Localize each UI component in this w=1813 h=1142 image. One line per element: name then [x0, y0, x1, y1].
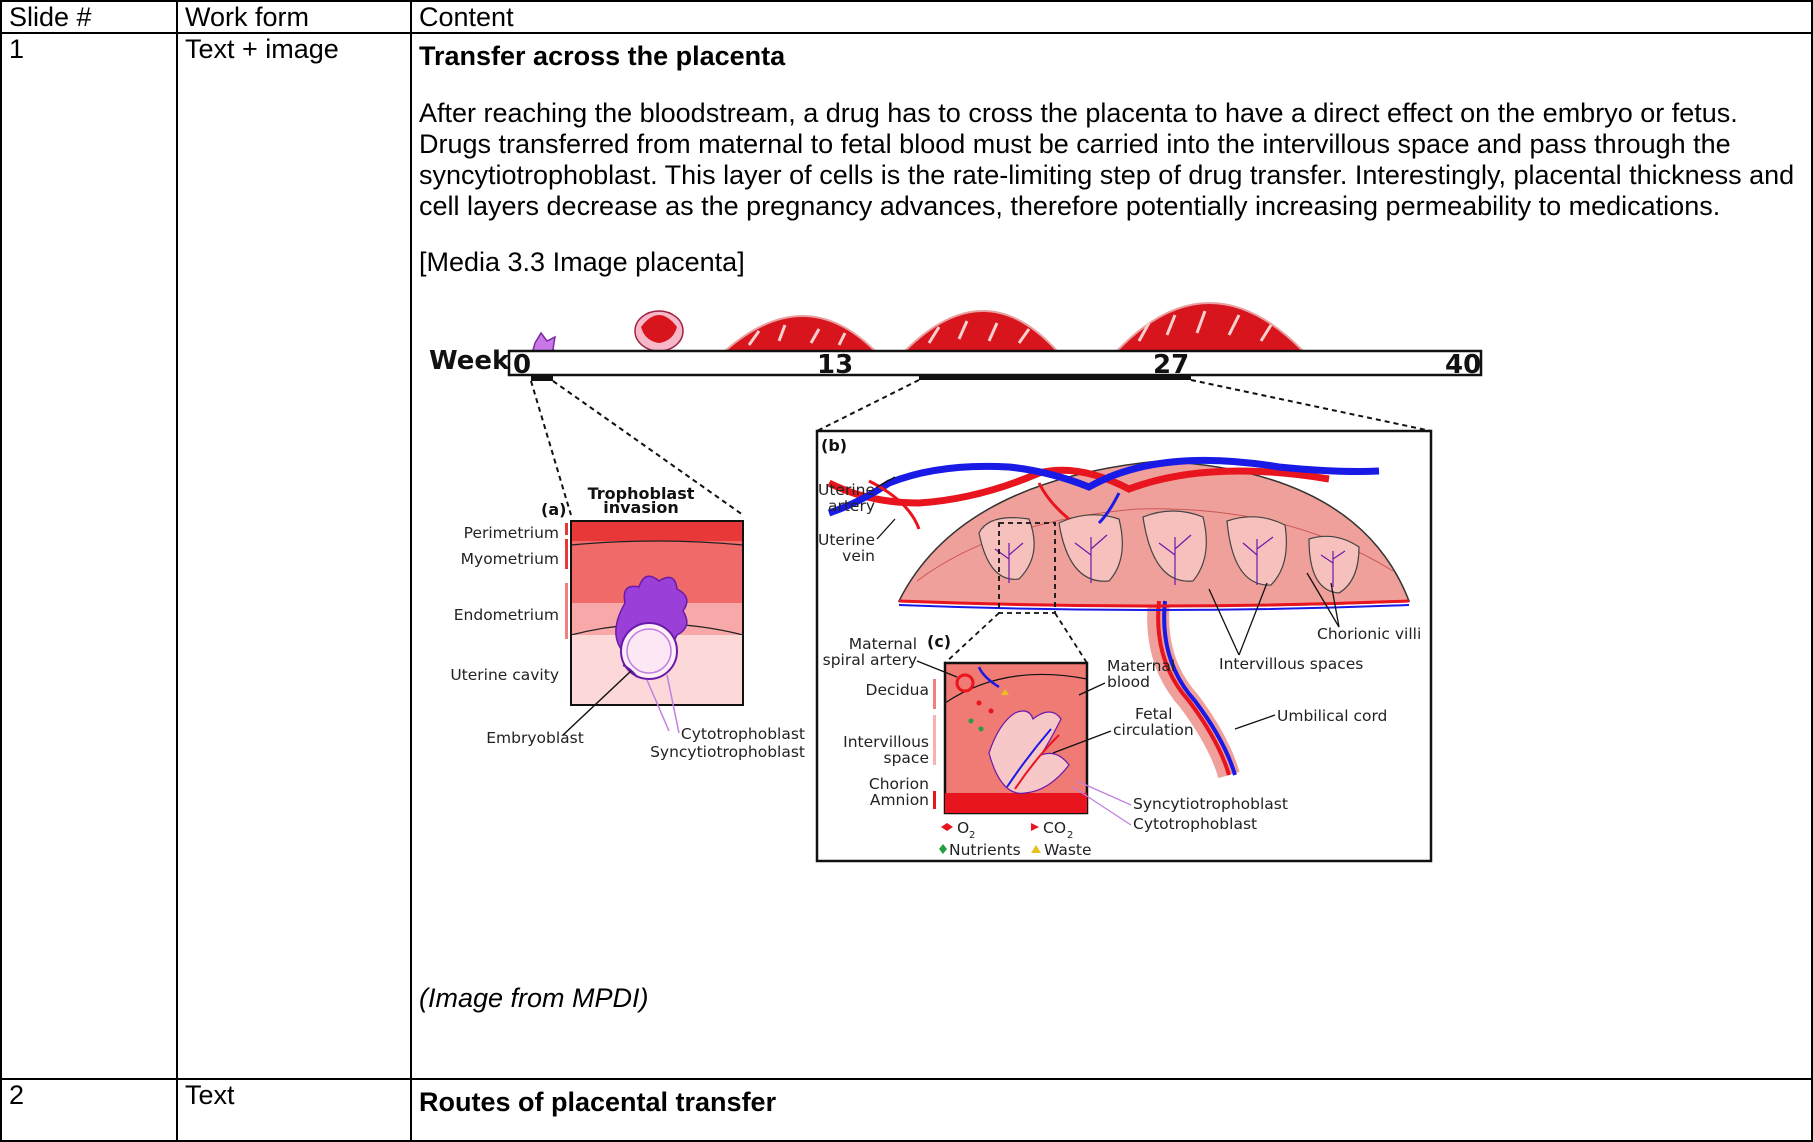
timeline-tick-13: 13	[817, 350, 853, 380]
legend-waste: Waste	[1044, 841, 1092, 859]
table-row: 1 Text + image Transfer across the place…	[1, 33, 1812, 1079]
maternal-blood-label-2: blood	[1107, 673, 1150, 691]
embryoblast-label: Embryoblast	[486, 729, 584, 747]
work-form: Text	[177, 1079, 411, 1141]
slide-paragraph: After reaching the bloodstream, a drug h…	[419, 98, 1813, 222]
cytotrophoblast-c-label: Cytotrophoblast	[1133, 815, 1257, 833]
legend-nutrients: Nutrients	[949, 841, 1021, 859]
uterine-vein-label-2: vein	[842, 547, 875, 565]
placenta-figure: Week 0 13 27 40	[419, 283, 1813, 979]
slide-title: Routes of placental transfer	[419, 1087, 1811, 1117]
chorionic-villi-label: Chorionic villi	[1317, 625, 1421, 643]
table-row: 2 Text Routes of placental transfer	[1, 1079, 1812, 1141]
cytotrophoblast-label: Cytotrophoblast	[681, 725, 805, 743]
content-cell: Transfer across the placenta After reach…	[411, 33, 1812, 1079]
week-timeline: Week 0 13 27 40	[429, 346, 1481, 381]
decidua-label: Decidua	[866, 681, 929, 699]
content-cell: Routes of placental transfer	[411, 1079, 1812, 1141]
slide-title: Transfer across the placenta	[419, 41, 1811, 71]
slide-number: 1	[1, 33, 177, 1079]
umbilical-cord-label: Umbilical cord	[1277, 707, 1387, 725]
slide-number: 2	[1, 1079, 177, 1141]
timeline-tick-40: 40	[1445, 350, 1481, 380]
header-work-form: Work form	[177, 1, 411, 33]
legend-co2: CO	[1043, 819, 1066, 837]
media-reference: [Media 3.3 Image placenta]	[419, 247, 1811, 277]
spiral-artery-label: spiral artery	[823, 651, 917, 669]
work-form: Text + image	[177, 33, 411, 1079]
image-credit: (Image from MPDI)	[419, 983, 1811, 1013]
endometrium-label: Endometrium	[454, 606, 559, 624]
panel-c-tag: (c)	[927, 632, 951, 651]
legend-o2: O	[957, 819, 969, 837]
intervillous-spaces-label: Intervillous spaces	[1219, 655, 1363, 673]
uterine-cavity-label: Uterine cavity	[450, 666, 559, 684]
fetal-circulation-label-2: circulation	[1113, 721, 1194, 739]
panel-b-tag: (b)	[821, 436, 847, 455]
header-content: Content	[411, 1, 1812, 33]
table-header-row: Slide # Work form Content	[1, 1, 1812, 33]
header-slide-number: Slide #	[1, 1, 177, 33]
panel-a-tag: (a)	[541, 500, 566, 519]
myometrium-label: Myometrium	[461, 550, 559, 568]
perimetrium-label: Perimetrium	[464, 524, 559, 542]
syncytiotrophoblast-label: Syncytiotrophoblast	[650, 743, 805, 761]
panel-a-trophoblast-invasion: (a) Trophoblast invasion	[450, 484, 805, 761]
intervillous-label-2: space	[884, 749, 929, 767]
timeline-tick-0: 0	[513, 350, 531, 380]
legend-o2-subscript: 2	[969, 830, 975, 841]
panel-a-title-2: invasion	[603, 498, 679, 517]
placenta-diagram: Week 0 13 27 40	[419, 283, 1813, 979]
syncytiotrophoblast-c-label: Syncytiotrophoblast	[1133, 795, 1288, 813]
uterine-artery-label-2: artery	[828, 497, 875, 515]
timeline-label: Week	[429, 346, 510, 376]
amnion-label: Amnion	[870, 791, 929, 809]
legend-co2-subscript: 2	[1067, 830, 1073, 841]
